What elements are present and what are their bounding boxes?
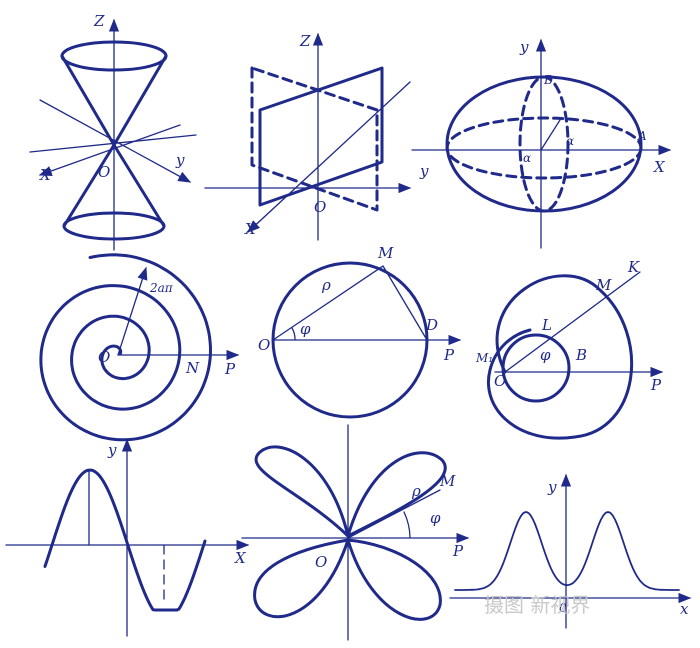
cardioid-phi-label: φ xyxy=(540,346,551,364)
rose-figure: O M P ρ φ xyxy=(241,424,470,641)
double-cone-figure: Z X y O xyxy=(29,12,197,251)
cardioid-inner-circle xyxy=(501,333,571,403)
cardioid-l-label: L xyxy=(541,316,552,334)
planes-z-label: Z xyxy=(299,32,311,50)
planes-x-label: X xyxy=(244,220,257,238)
sine-curve xyxy=(43,468,207,612)
sine-x-label: X xyxy=(234,549,247,567)
bell-y-label: y xyxy=(547,478,557,496)
cardioid-curve xyxy=(487,274,634,440)
rose-p-label: P xyxy=(452,542,464,560)
dashed-plane xyxy=(250,66,379,212)
cone-y-label: y xyxy=(175,151,185,169)
rose-petal-bottom-right xyxy=(346,538,442,621)
spiral-step-label: 2aπ xyxy=(149,281,174,295)
ellipsoid-a-label: A xyxy=(637,129,647,143)
bell-figure: y x 0 xyxy=(449,473,692,629)
rose-phi-label: φ xyxy=(430,509,441,527)
planes-figure: Z X y O xyxy=(204,32,429,241)
rose-angle-arc xyxy=(403,511,411,539)
rose-petal-top-left xyxy=(254,445,350,538)
cardioid-k-label: K xyxy=(627,258,640,276)
sine-figure: y X xyxy=(5,438,250,637)
archimedean-spiral xyxy=(39,253,212,442)
cone-z-label: Z xyxy=(93,12,105,30)
bimodal-curve xyxy=(454,511,680,591)
ellipsoid-x-label: X xyxy=(653,158,666,176)
spiral-origin-label: O xyxy=(98,348,110,366)
bell-x-label: x xyxy=(680,600,689,618)
sine-y-label: y xyxy=(107,441,117,459)
cardioid-o-label: O xyxy=(494,372,506,390)
circle-m-label: M xyxy=(377,244,394,262)
rose-rho xyxy=(347,489,441,539)
ellipsoid-y-label: y xyxy=(519,38,529,56)
planes-origin-label: O xyxy=(314,198,326,216)
ellipsoid-b-label: B xyxy=(543,73,553,87)
spiral-p-label: P xyxy=(224,360,236,378)
circle-phi-label: φ xyxy=(300,320,311,338)
cone-surface xyxy=(60,54,168,228)
rose-o-label: O xyxy=(315,553,327,571)
ellipsoid-figure: B A α α y X xyxy=(411,38,672,249)
cardioid-m-label: M xyxy=(595,276,612,294)
rose-rho-label: ρ xyxy=(411,482,421,500)
cardioid-figure: M K L B M₁ O P φ xyxy=(475,258,664,440)
spiral-step-marker xyxy=(117,266,148,356)
cardioid-ray xyxy=(504,271,641,373)
ellipsoid-outline xyxy=(445,75,643,213)
circle-p-label: P xyxy=(443,346,455,364)
bell-origin-label: 0 xyxy=(559,601,567,615)
rose-petal-bottom-left xyxy=(253,538,350,619)
rose-m-label: M xyxy=(439,472,456,490)
ellipsoid-equator xyxy=(445,116,643,180)
circle-angle-arc xyxy=(291,327,296,341)
watermark: 摄图 新视界 xyxy=(484,593,590,617)
cardioid-b-label: B xyxy=(575,346,587,364)
cardioid-m1-label: M₁ xyxy=(475,351,493,365)
circle-o-label: O xyxy=(258,336,270,354)
ellipsoid-radius xyxy=(540,119,561,151)
planes-y-label: y xyxy=(419,162,429,180)
circle-chord xyxy=(382,265,428,341)
solid-plane xyxy=(258,66,384,207)
rose-petal-top-right xyxy=(346,451,447,538)
spiral-figure: O N P 2aπ xyxy=(39,253,240,442)
ellipsoid-meridian xyxy=(518,75,570,213)
circle-d-label: D xyxy=(425,316,438,334)
circle-rho-label: ρ xyxy=(321,276,331,294)
cone-origin-label: O xyxy=(98,163,110,181)
ellipsoid-alpha-label-1: α xyxy=(566,134,574,148)
circle-figure: O M D P ρ φ xyxy=(258,244,462,419)
ellipsoid-alpha-label-2: α xyxy=(523,151,531,165)
circle-rho xyxy=(272,265,384,341)
spiral-n-label: N xyxy=(185,359,200,377)
cardioid-p-label: P xyxy=(650,376,662,394)
cone-x-label: X xyxy=(39,166,52,184)
